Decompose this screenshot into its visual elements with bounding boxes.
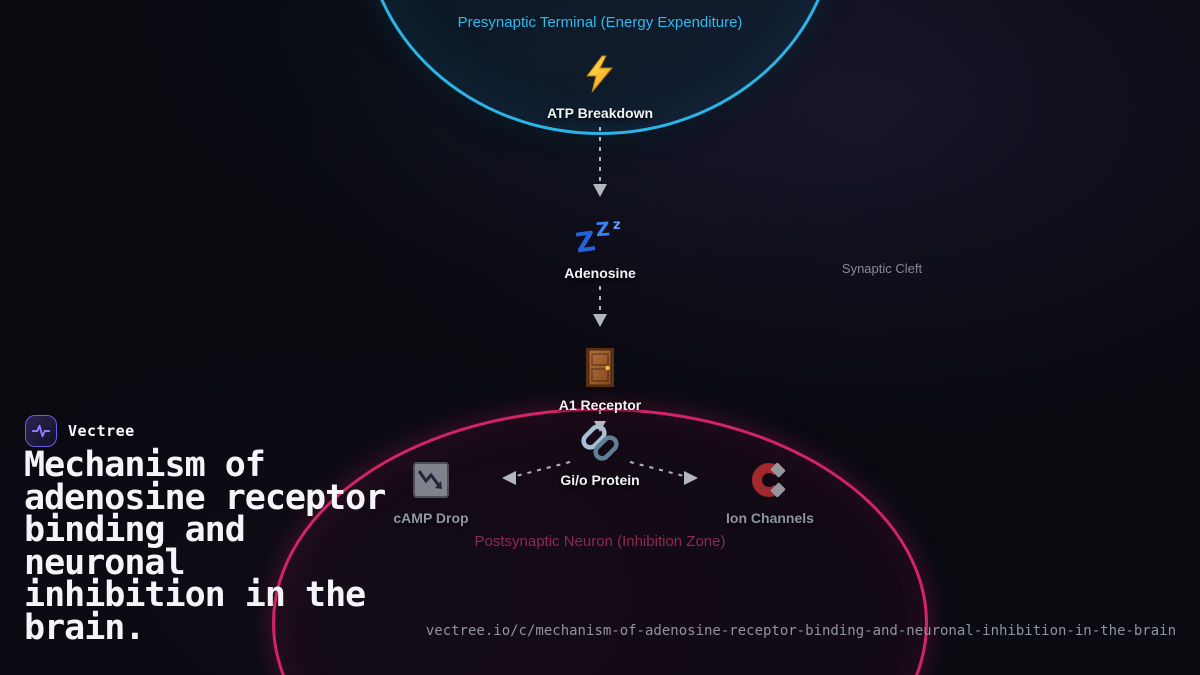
pulse-wave-icon bbox=[31, 424, 51, 438]
vectree-logo bbox=[25, 415, 57, 447]
footer-url: vectree.io/c/mechanism-of-adenosine-rece… bbox=[425, 623, 1176, 639]
brand-name: Vectree bbox=[68, 422, 135, 440]
page-title: Mechanism of adenosine receptor binding … bbox=[24, 445, 386, 648]
node-label-ion-channels: Ion Channels bbox=[726, 510, 814, 526]
door-icon bbox=[586, 348, 614, 387]
svg-text:Z: Z bbox=[595, 218, 610, 241]
node-label-gio-protein: Gi/o Protein bbox=[560, 472, 640, 488]
node-label-a1-receptor: A1 Receptor bbox=[558, 397, 642, 413]
presynaptic-region-label: Presynaptic Terminal (Energy Expenditure… bbox=[457, 14, 743, 31]
synaptic-cleft-label: Synaptic Cleft bbox=[841, 261, 923, 276]
node-label-atp: ATP Breakdown bbox=[546, 105, 654, 121]
svg-text:Z: Z bbox=[574, 226, 598, 258]
node-label-adenosine: Adenosine bbox=[564, 265, 636, 281]
zzz-icon: Z Z z bbox=[574, 218, 621, 258]
postsynaptic-region-label: Postsynaptic Neuron (Inhibition Zone) bbox=[474, 533, 726, 550]
node-label-camp-drop: cAMP Drop bbox=[393, 510, 469, 526]
svg-text:z: z bbox=[613, 218, 621, 233]
